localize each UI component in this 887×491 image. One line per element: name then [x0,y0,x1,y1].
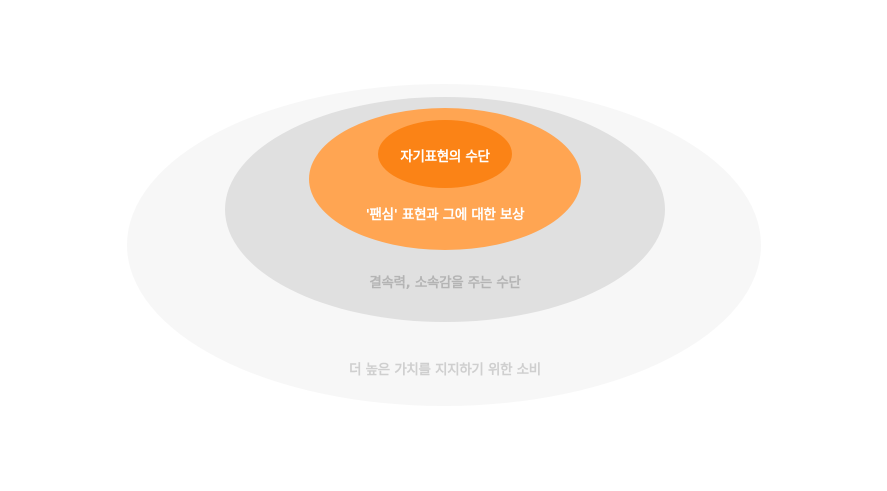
core-ellipse [378,120,512,188]
core-label: 자기표현의 수단 [400,149,490,165]
inner-label: '팬심' 표현과 그에 대한 보상 [365,207,525,223]
outer-label: 더 높은 가치를 지지하기 위한 소비 [349,362,541,378]
middle-label: 결속력, 소속감을 주는 수단 [369,275,521,291]
